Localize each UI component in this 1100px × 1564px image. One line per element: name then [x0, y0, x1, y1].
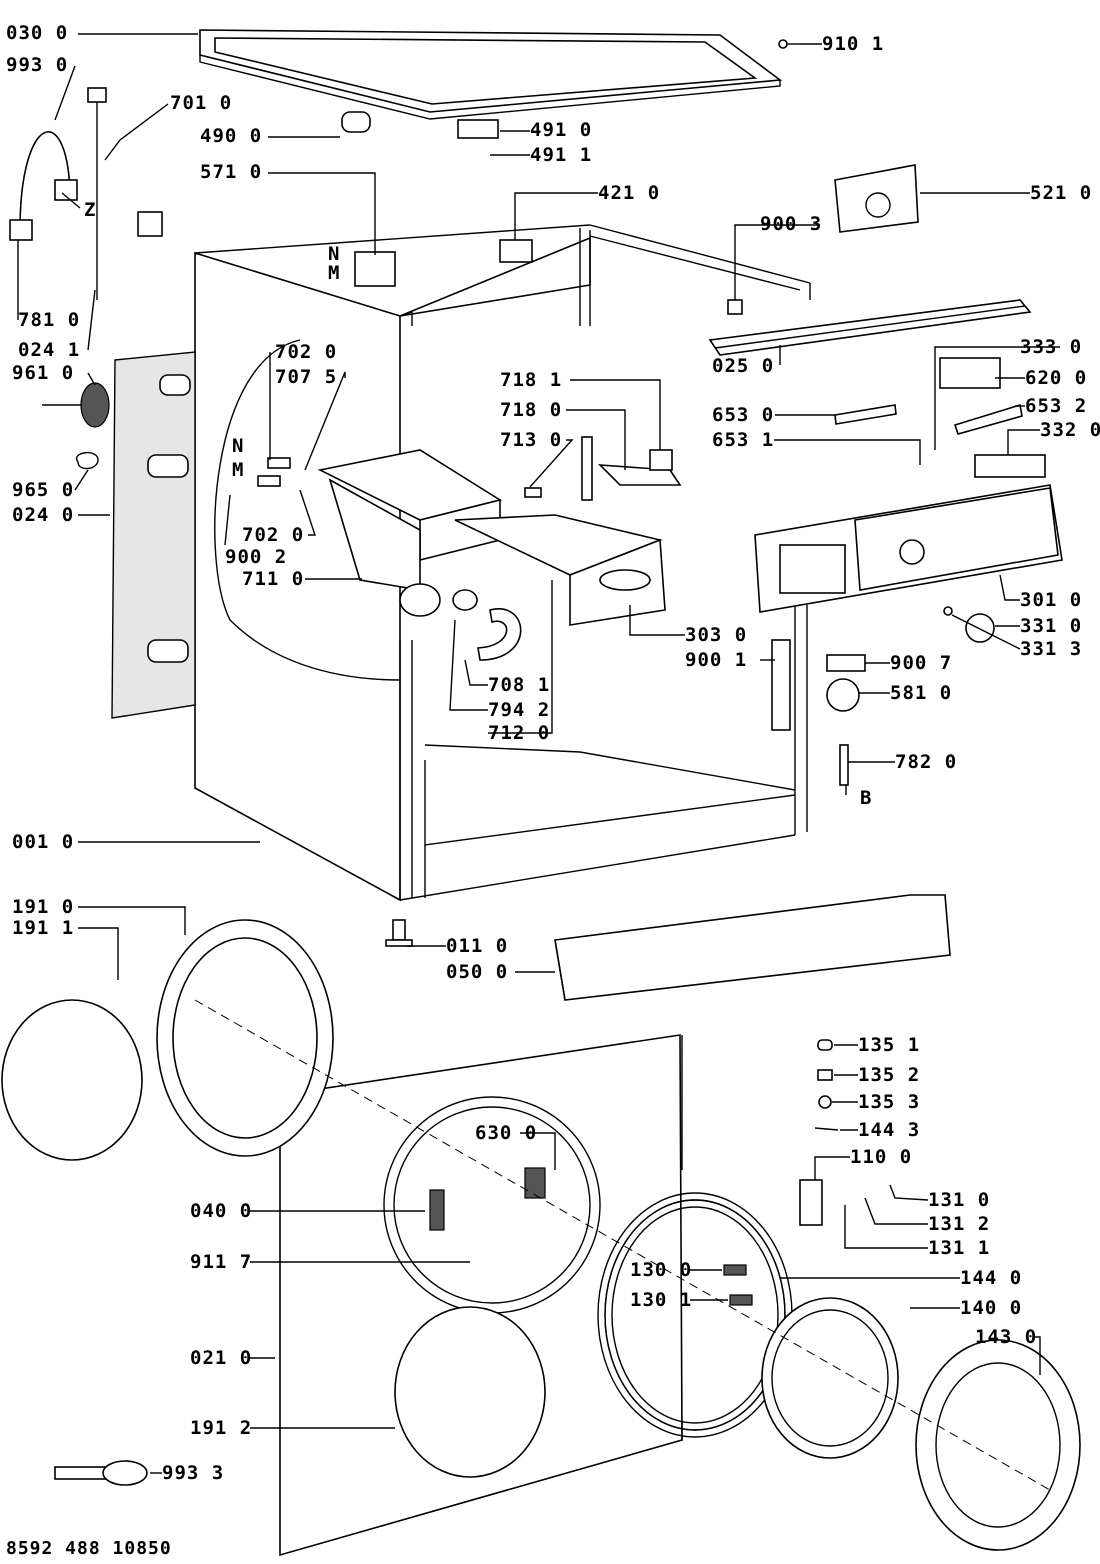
part-label: 301 0	[1020, 589, 1083, 611]
part-label: 961 0	[12, 362, 75, 384]
part-label: 630 0	[475, 1122, 538, 1144]
part-label: 718 1	[500, 369, 563, 391]
rear-panel-part	[111, 351, 196, 719]
part-label: 910 1	[822, 33, 885, 55]
part-label: 521 0	[1030, 182, 1093, 204]
part-label: 491 0	[530, 119, 593, 141]
part-label: 333 0	[1020, 336, 1083, 358]
part-label: 331 0	[1020, 615, 1083, 637]
part-label: 900 7	[890, 652, 953, 674]
part-label: 711 0	[242, 568, 305, 590]
part-label: 491 1	[530, 144, 593, 166]
part-label: 965 0	[12, 479, 75, 501]
part-label: 571 0	[200, 161, 263, 183]
part-label: 303 0	[685, 624, 748, 646]
part-label: 718 0	[500, 399, 563, 421]
dispenser-drawer-part	[454, 436, 682, 626]
part-label: 144 0	[960, 1267, 1023, 1289]
part-label: 708 1	[488, 674, 551, 696]
part-label: M	[232, 459, 245, 481]
document-code: 8592 488 10850	[6, 1538, 172, 1559]
part-label: 993 3	[162, 1462, 225, 1484]
control-panel-part	[754, 357, 1063, 613]
part-label: 702 0	[275, 341, 338, 363]
front-panel-part	[279, 1034, 683, 1557]
part-label: 131 0	[928, 1189, 991, 1211]
part-label: 135 2	[858, 1064, 921, 1086]
part-label: 144 3	[858, 1119, 921, 1141]
part-label: 707 5	[275, 366, 338, 388]
part-label: 011 0	[446, 935, 509, 957]
part-label: 030 0	[6, 22, 69, 44]
part-label: 130 0	[630, 1259, 693, 1281]
door-ring-part	[915, 1339, 1081, 1551]
part-label: 024 1	[18, 339, 81, 361]
part-label: 040 0	[190, 1200, 253, 1222]
part-label: 135 1	[858, 1034, 921, 1056]
door-glass-part	[761, 1297, 899, 1459]
part-label: 131 2	[928, 1213, 991, 1235]
part-label: 024 0	[12, 504, 75, 526]
part-label: 620 0	[1025, 367, 1088, 389]
part-label: 712 0	[488, 722, 551, 744]
part-label: 900 1	[685, 649, 748, 671]
top-cover-part	[199, 29, 783, 120]
part-label: 713 0	[500, 429, 563, 451]
part-label: 653 2	[1025, 395, 1088, 417]
part-label: 581 0	[890, 682, 953, 704]
part-label: 993 0	[6, 54, 69, 76]
part-label: 143 0	[975, 1326, 1038, 1348]
part-label: N	[232, 435, 245, 457]
part-label: 130 1	[630, 1289, 693, 1311]
part-label: 490 0	[200, 125, 263, 147]
part-label: 900 3	[760, 213, 823, 235]
part-label: 191 2	[190, 1417, 253, 1439]
part-label: 702 0	[242, 524, 305, 546]
part-label: 653 0	[712, 404, 775, 426]
detergent-dispenser-part	[317, 449, 522, 661]
door-gasket-part	[1, 919, 334, 1161]
part-label: M	[328, 262, 341, 284]
part-label: 781 0	[18, 309, 81, 331]
part-label: 782 0	[895, 751, 958, 773]
programmer-module-part	[834, 164, 919, 233]
leader-lines	[17, 33, 1060, 1491]
part-label: 135 3	[858, 1091, 921, 1113]
drain-hose-part	[9, 131, 78, 241]
part-label: 421 0	[598, 182, 661, 204]
part-label: 332 0	[1040, 419, 1100, 441]
part-label: 900 2	[225, 546, 288, 568]
part-label: 701 0	[170, 92, 233, 114]
part-label: B	[860, 787, 873, 809]
small-hardware-parts	[42, 39, 995, 1486]
part-label: 794 2	[488, 699, 551, 721]
part-label: N	[328, 243, 341, 265]
part-label: 191 0	[12, 896, 75, 918]
part-label: 050 0	[446, 961, 509, 983]
part-label: 653 1	[712, 429, 775, 451]
part-label: 021 0	[190, 1347, 253, 1369]
part-label: 331 3	[1020, 638, 1083, 660]
control-rail-part	[708, 299, 1032, 356]
cabinet-frame-part	[194, 224, 811, 902]
part-label: 110 0	[850, 1146, 913, 1168]
kickplate-part	[554, 894, 951, 1001]
part-label: 140 0	[960, 1297, 1023, 1319]
part-label: 911 7	[190, 1251, 253, 1273]
part-label: 131 1	[928, 1237, 991, 1259]
part-label: 191 1	[12, 917, 75, 939]
part-label: Z	[84, 199, 97, 221]
part-label: 001 0	[12, 831, 75, 853]
part-label: 025 0	[712, 355, 775, 377]
